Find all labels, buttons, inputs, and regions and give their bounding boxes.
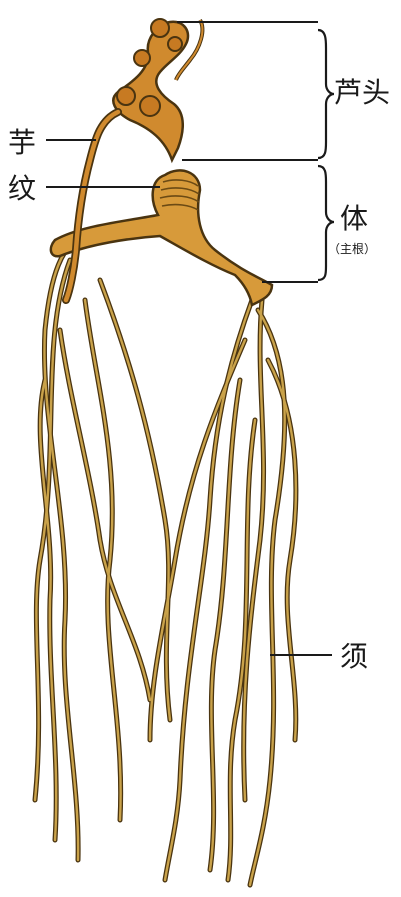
label-body-note: （主根） [328, 242, 376, 256]
label-fibrous: 须 [340, 640, 368, 673]
label-body: 体 [340, 202, 368, 235]
body-bracket [318, 166, 334, 280]
label-yu: 芋 [8, 126, 36, 159]
rhizome-head [113, 19, 202, 160]
label-luhead: 芦头 [334, 76, 390, 109]
label-wen: 纹 [8, 172, 36, 205]
fibrous-roots [35, 230, 296, 885]
luhead-bracket [318, 30, 334, 158]
